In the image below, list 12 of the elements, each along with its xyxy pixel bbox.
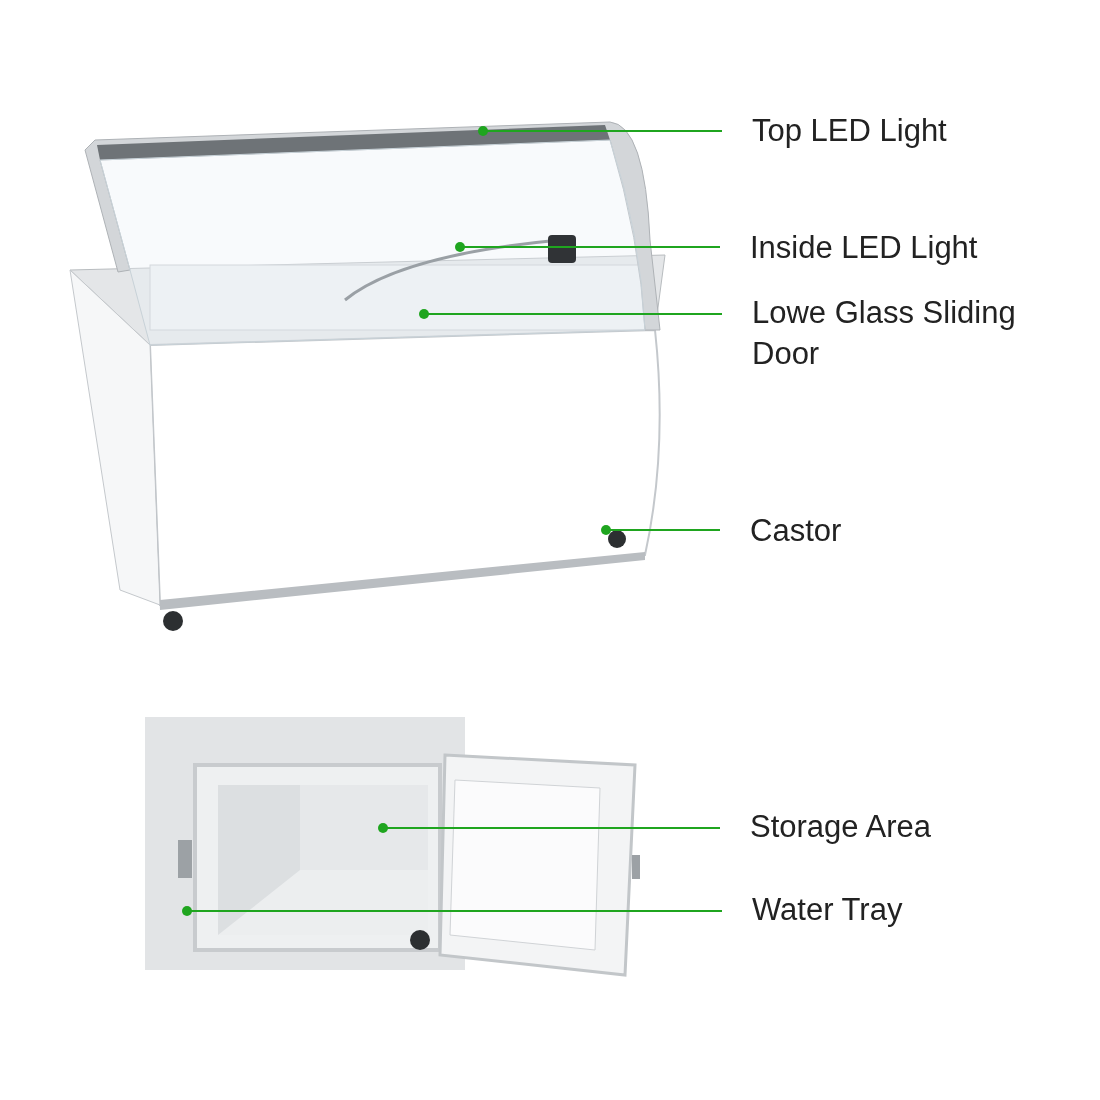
leader-line [419, 309, 723, 319]
leader-line [601, 525, 721, 535]
part-label: Top LED Light [752, 110, 1052, 151]
part-label: Storage Area [750, 806, 1050, 847]
part-label: Lowe Glass Sliding Door [752, 292, 1052, 374]
leader-line [378, 823, 721, 833]
leader-line [478, 126, 723, 136]
part-label: Inside LED Light [750, 227, 1050, 268]
part-label: Water Tray [752, 889, 1052, 930]
leader-line [182, 906, 723, 916]
leader-line [455, 242, 721, 252]
part-label: Castor [750, 510, 1050, 551]
